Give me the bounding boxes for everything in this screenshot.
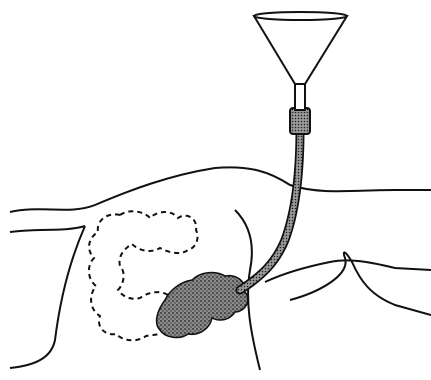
body-lower-back-line: [10, 226, 85, 232]
funnel-neck: [295, 82, 305, 110]
buttock-outline: [10, 226, 85, 368]
funnel-cone-icon: [254, 16, 347, 84]
inner-buttock-line: [265, 260, 431, 282]
enema-tube-inner: [240, 130, 300, 290]
body-back-outline: [10, 167, 431, 212]
tube-connector: [290, 108, 310, 134]
stool-mass: [157, 273, 248, 338]
funnel-rim: [254, 12, 347, 20]
